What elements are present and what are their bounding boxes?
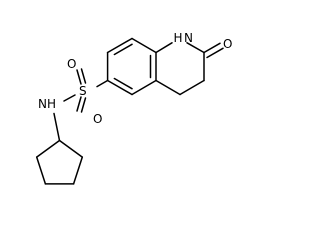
- bond: [53, 112, 61, 142]
- atom-label-o-sulfonyl-top: O: [67, 57, 76, 71]
- bond: [186, 42, 205, 54]
- atom-label-o-carbonyl: O: [223, 37, 232, 51]
- bond: [131, 37, 157, 54]
- bond: [96, 79, 109, 88]
- bond: [63, 94, 76, 102]
- atom-label-o-sulfonyl-bottom: O: [93, 112, 102, 126]
- bond: [58, 139, 84, 158]
- bond: [72, 156, 84, 185]
- bond: [131, 79, 157, 96]
- sulfonyl-bond: [80, 97, 87, 113]
- sulfonyl-bond: [80, 68, 87, 84]
- bond: [155, 79, 181, 96]
- bond-lines: [35, 37, 224, 185]
- molecule-diagram: H N O O S O NH: [35, 31, 232, 185]
- atom-label-nh: NH: [38, 97, 56, 111]
- sulfonyl-bond: [76, 96, 82, 112]
- carbonyl-bond: [203, 42, 221, 54]
- bond: [155, 42, 173, 54]
- sulfonyl-bond: [76, 69, 82, 85]
- bond: [106, 37, 133, 54]
- aromatic-bond: [113, 77, 133, 90]
- aromatic-bond: [113, 43, 133, 56]
- bond: [106, 79, 133, 96]
- atom-label-h: H: [174, 31, 183, 45]
- carbonyl-bond: [206, 47, 224, 59]
- atom-label-s: S: [79, 84, 87, 98]
- atom-label-n-ring: N: [184, 31, 193, 45]
- atom-labels: H N O O S O NH: [38, 31, 232, 126]
- bond: [35, 156, 47, 185]
- bond: [35, 139, 61, 158]
- bond: [179, 79, 205, 96]
